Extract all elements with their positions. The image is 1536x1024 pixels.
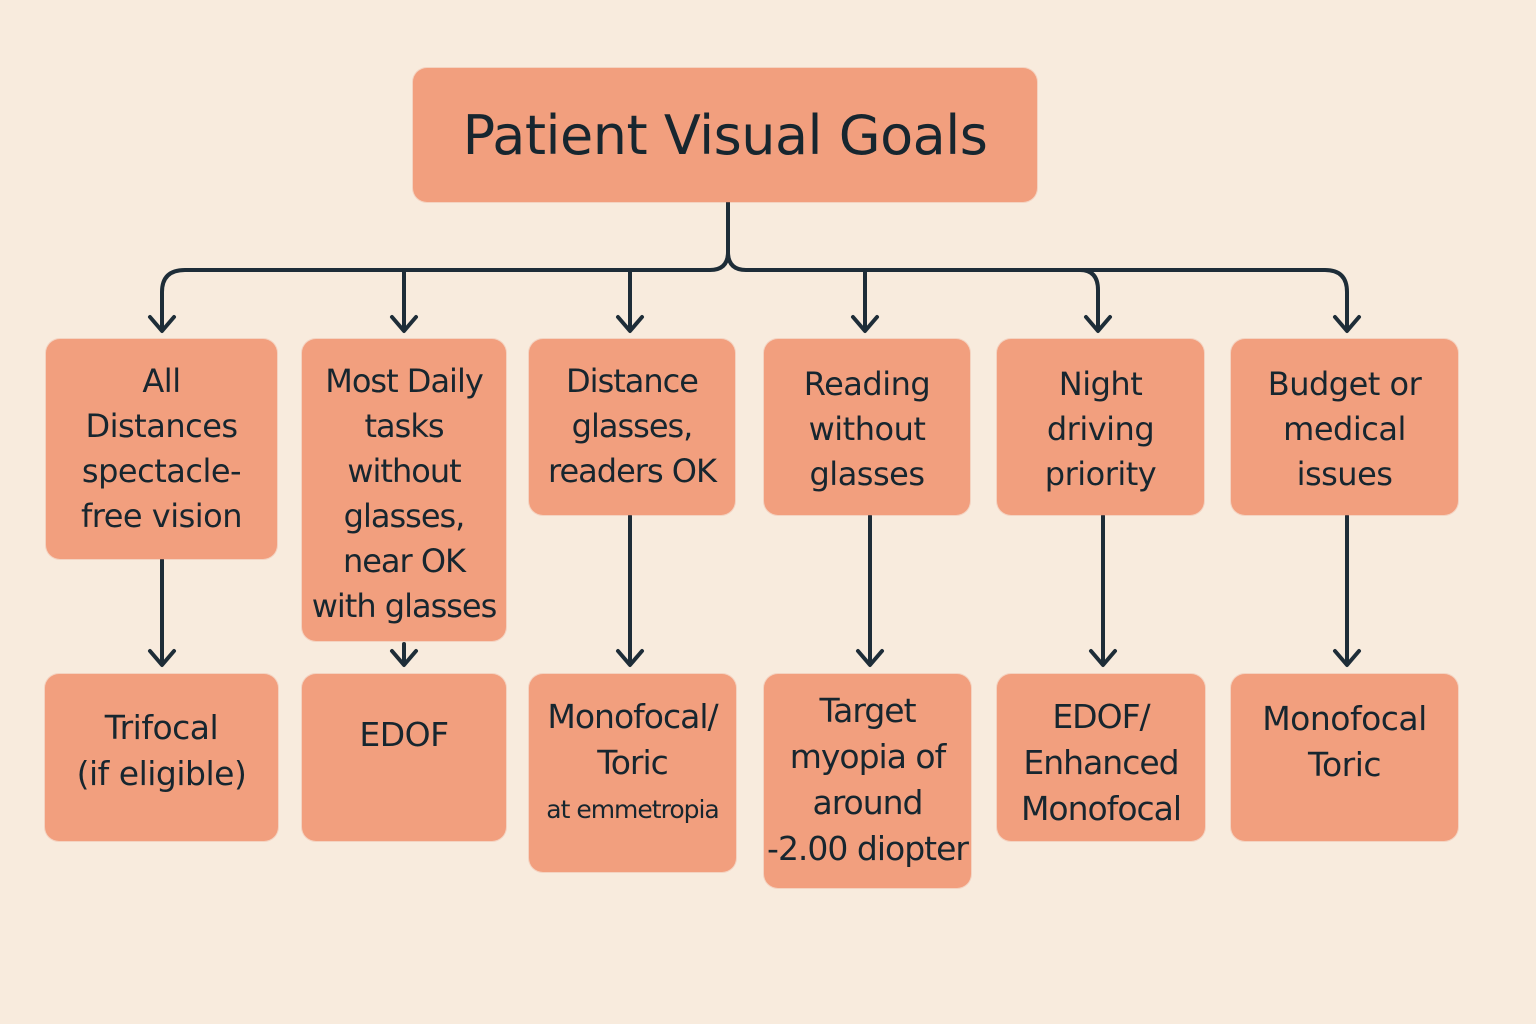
recommendation-line: Monofocal	[1262, 699, 1427, 738]
trunk-line-right	[726, 250, 1349, 332]
goal-line: Reading	[803, 365, 931, 403]
recommendation-line: Trifocal	[104, 708, 219, 747]
recommendation-node-monofocal-toric: Monofocal Toric	[1231, 674, 1458, 841]
goal-line: glasses,	[343, 497, 466, 535]
goal-line: driving	[1046, 410, 1155, 448]
recommendation-line: Toric	[597, 743, 669, 782]
goal-line: readers OK	[548, 452, 717, 490]
goal-node-reading-without-glasses: Reading without glasses	[764, 339, 970, 515]
recommendation-line: around	[812, 783, 923, 822]
lower-arrow-4	[856, 649, 884, 667]
trunk-line	[160, 200, 730, 332]
branch-line-5	[1078, 268, 1100, 332]
recommendation-node-edof-enhanced-monofocal: EDOF/ Enhanced Monofocal	[997, 674, 1205, 841]
goal-line: with glasses	[311, 587, 498, 625]
recommendation-line: Toric	[1307, 745, 1382, 784]
diagram-title: Patient Visual Goals	[462, 103, 988, 167]
goal-node-distance-glasses: Distance glasses, readers OK	[529, 339, 735, 515]
arrowhead-6	[1333, 315, 1361, 333]
goal-line: priority	[1044, 455, 1157, 493]
recommendation-node-monofocal-toric-emmetropia: Monofocal/ Toric at emmetropia	[529, 674, 736, 872]
goal-line: All	[142, 362, 181, 400]
goal-line: Budget or	[1267, 365, 1422, 403]
recommendation-line: EDOF/	[1052, 697, 1150, 736]
recommendation-node-edof: EDOF	[302, 674, 506, 841]
arrowhead-2	[390, 315, 418, 333]
arrowhead-1	[148, 315, 176, 333]
arrowhead-4	[851, 315, 879, 333]
goal-line: tasks	[364, 407, 444, 445]
goal-node-night-driving: Night driving priority	[997, 339, 1204, 515]
goal-line: Distance	[566, 362, 699, 400]
recommendation-line: myopia of	[789, 737, 947, 776]
recommendation-line: Monofocal	[1020, 789, 1182, 828]
goal-node-all-distances: All Distances spectacle- free vision	[46, 339, 277, 559]
recommendation-line: EDOF	[359, 715, 449, 754]
goal-line: without	[347, 452, 461, 490]
lower-arrow-2	[390, 649, 418, 667]
goal-line: Distances	[85, 407, 238, 445]
lower-arrow-5	[1089, 649, 1117, 667]
goal-line: Night	[1058, 365, 1143, 403]
goal-line: Most Daily	[325, 362, 484, 400]
recommendation-line: (if eligible)	[76, 754, 247, 793]
lower-arrow-3	[616, 649, 644, 667]
goal-line: glasses,	[571, 407, 694, 445]
lower-arrow-1	[148, 649, 176, 667]
goal-line: glasses	[809, 455, 925, 493]
goal-line: near OK	[342, 542, 466, 580]
arrowhead-5	[1084, 315, 1112, 333]
lower-arrow-6	[1333, 649, 1361, 667]
recommendation-node-target-myopia: Target myopia of around -2.00 diopter	[764, 674, 971, 888]
goal-line: without	[808, 410, 926, 448]
goal-line: medical	[1283, 410, 1406, 448]
recommendation-node-trifocal: Trifocal (if eligible)	[45, 674, 278, 841]
recommendation-note: at emmetropia	[546, 795, 719, 824]
goal-node-most-daily-tasks: Most Daily tasks without glasses, near O…	[302, 339, 506, 641]
goal-node-budget-medical: Budget or medical issues	[1231, 339, 1458, 515]
root-node-patient-visual-goals: Patient Visual Goals	[413, 68, 1037, 202]
recommendation-line: Target	[819, 691, 916, 730]
arrowhead-3	[616, 315, 644, 333]
goal-line: spectacle-	[81, 452, 242, 490]
goal-line: issues	[1296, 455, 1393, 493]
recommendation-line: Enhanced	[1023, 743, 1179, 782]
recommendation-line: Monofocal/	[547, 697, 718, 736]
goal-line: free vision	[80, 497, 243, 535]
recommendation-line: -2.00 diopter	[767, 829, 969, 868]
